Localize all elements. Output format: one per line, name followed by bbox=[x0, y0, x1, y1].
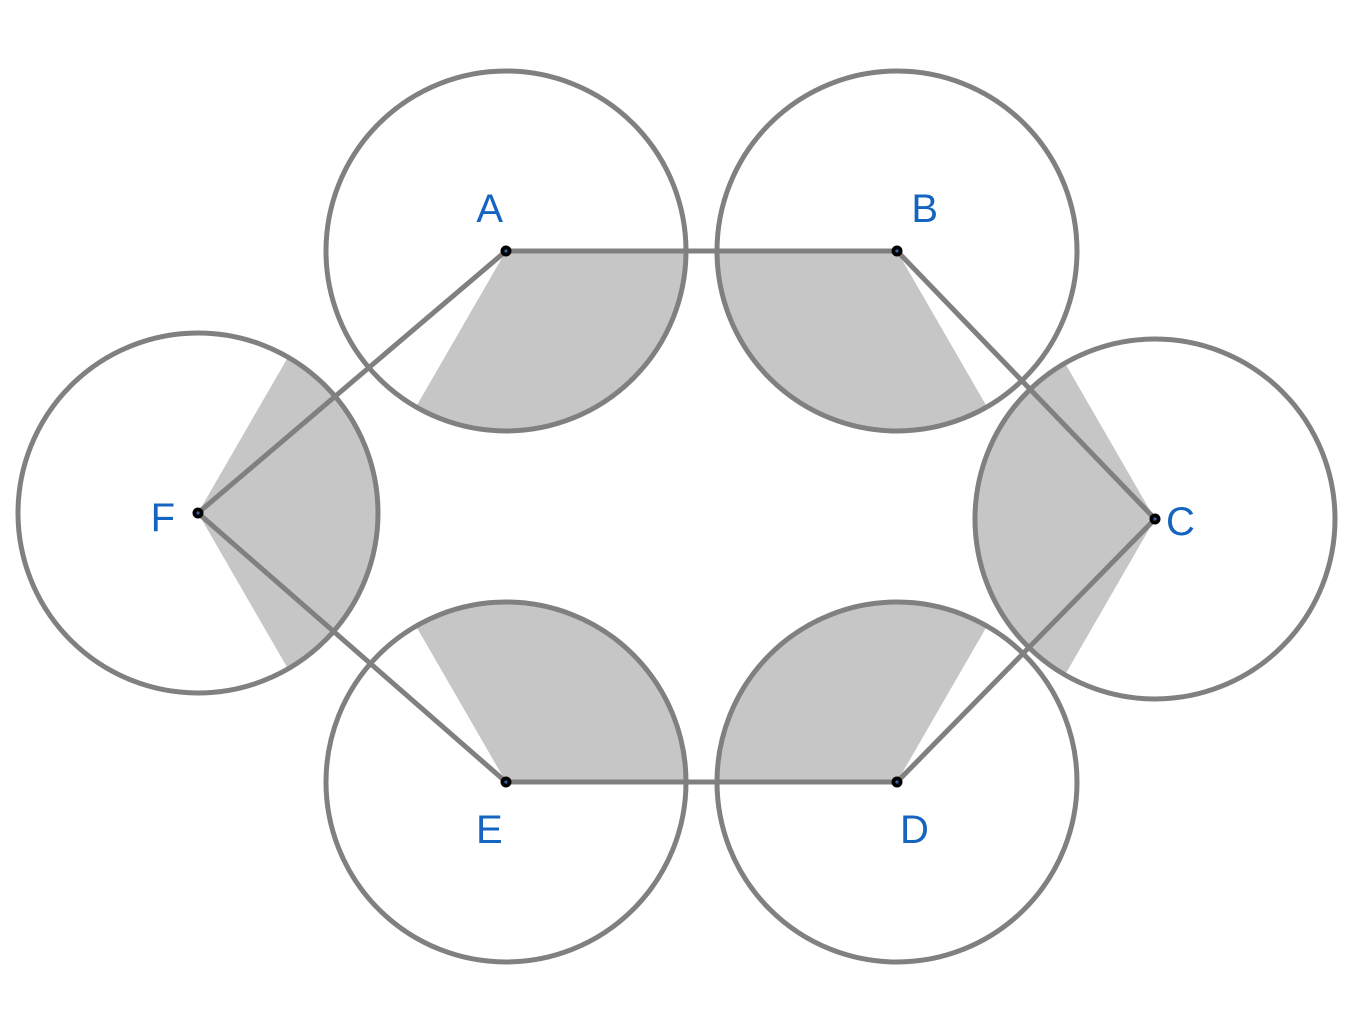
vertex-label-b: B bbox=[911, 187, 938, 231]
vertex-dot-core-f bbox=[196, 511, 200, 515]
sector-layer bbox=[198, 251, 1155, 782]
sector-c bbox=[975, 363, 1155, 675]
vertex-dot-core-b bbox=[895, 249, 899, 253]
vertex-label-a: A bbox=[476, 187, 503, 231]
circle-f bbox=[15, 330, 381, 696]
vertex-label-layer: A B C D E F bbox=[151, 187, 1195, 852]
vertex-dot-core-a bbox=[504, 249, 508, 253]
sector-a bbox=[416, 251, 686, 431]
sector-b bbox=[717, 251, 987, 431]
vertex-dot-layer bbox=[192, 245, 1161, 788]
sector-e bbox=[416, 602, 686, 782]
vertex-label-f: F bbox=[151, 496, 175, 540]
sector-d bbox=[717, 602, 987, 782]
sector-f bbox=[198, 357, 378, 669]
hexagon-edge-fa bbox=[195, 248, 509, 516]
vertex-dot-core-c bbox=[1153, 517, 1157, 521]
vertex-label-e: E bbox=[476, 808, 503, 852]
circle-c bbox=[972, 336, 1338, 702]
vertex-label-d: D bbox=[900, 808, 929, 852]
vertex-dot-core-d bbox=[895, 780, 899, 784]
vertex-label-c: C bbox=[1166, 500, 1195, 544]
hexagon-edge-bc bbox=[894, 248, 1158, 522]
hexagon-edge-cd bbox=[894, 516, 1158, 785]
hexagon-edge-ef bbox=[195, 510, 509, 785]
hexagon-edge-layer bbox=[195, 248, 1158, 785]
vertex-dot-core-e bbox=[504, 780, 508, 784]
